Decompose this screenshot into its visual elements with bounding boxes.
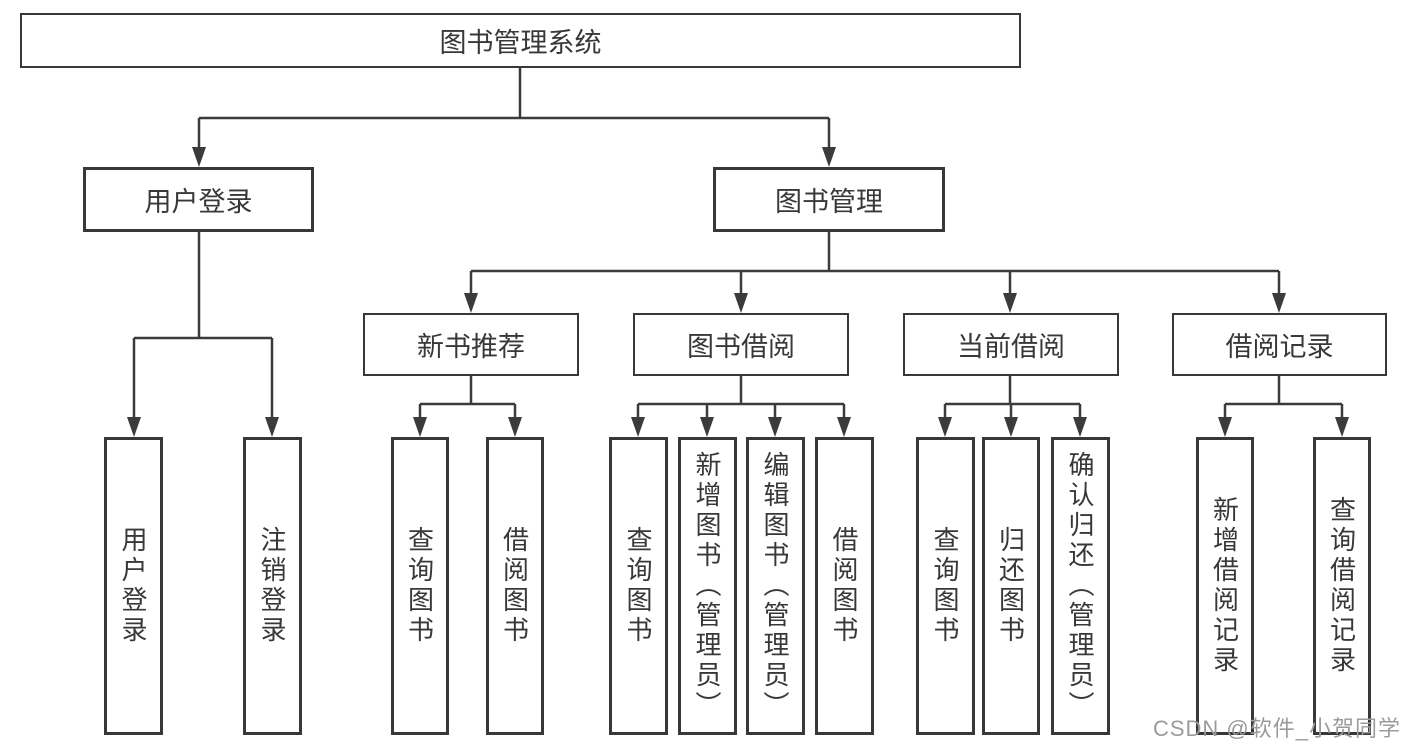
leaf-label: 新增图书（管理员） xyxy=(692,451,722,721)
leaf-label: 新增借阅记录 xyxy=(1209,496,1240,676)
node-book-borrow: 图书借阅 xyxy=(633,313,849,376)
node-current-borrow: 当前借阅 xyxy=(903,313,1119,376)
leaf-label: 用户登录 xyxy=(118,526,148,646)
connector-book-mgmt-split xyxy=(464,232,1286,313)
node-borrow-records: 借阅记录 xyxy=(1172,313,1387,376)
leaf-label: 借阅图书 xyxy=(499,526,530,646)
node-leaf-borrow-book: 借阅图书 xyxy=(815,437,874,735)
connector-user-login-split xyxy=(127,232,279,437)
leaf-label: 借阅图书 xyxy=(829,526,859,646)
leaf-label: 查询图书 xyxy=(404,526,435,646)
leaf-label: 注销登录 xyxy=(257,526,287,646)
connector-new-book-split xyxy=(413,376,522,437)
node-leaf-newbook-borrow: 借阅图书 xyxy=(486,437,544,735)
connector-current-borrow-split xyxy=(938,376,1087,437)
node-leaf-borrow-query: 查询图书 xyxy=(609,437,668,735)
leaf-label: 查询借阅记录 xyxy=(1326,496,1357,676)
node-leaf-borrow-add-admin: 新增图书（管理员） xyxy=(678,437,737,735)
node-book-management: 图书管理 xyxy=(713,167,945,232)
leaf-label: 查询图书 xyxy=(623,526,653,646)
leaf-label: 归还图书 xyxy=(995,526,1026,646)
node-leaf-current-return: 归还图书 xyxy=(982,437,1040,735)
node-leaf-record-query: 查询借阅记录 xyxy=(1313,437,1371,735)
leaf-label: 编辑图书（管理员） xyxy=(760,451,790,721)
node-leaf-newbook-query: 查询图书 xyxy=(391,437,449,735)
node-leaf-logout: 注销登录 xyxy=(243,437,302,735)
node-user-login: 用户登录 xyxy=(83,167,314,232)
leaf-label: 查询图书 xyxy=(930,526,960,646)
leaf-label: 确认归还（管理员） xyxy=(1065,451,1095,721)
connector-root-split xyxy=(192,68,836,167)
csdn-watermark: CSDN @软件_小贺同学 xyxy=(1152,716,1401,741)
node-new-book-recommend: 新书推荐 xyxy=(363,313,579,376)
node-leaf-current-query: 查询图书 xyxy=(916,437,975,735)
connector-book-borrow-split xyxy=(631,376,851,437)
node-leaf-record-add: 新增借阅记录 xyxy=(1196,437,1254,735)
node-root-library-system: 图书管理系统 xyxy=(20,13,1021,68)
connector-borrow-records-split xyxy=(1218,376,1349,437)
node-leaf-current-confirm-admin: 确认归还（管理员） xyxy=(1051,437,1110,735)
node-leaf-borrow-edit-admin: 编辑图书（管理员） xyxy=(746,437,805,735)
node-leaf-user-login: 用户登录 xyxy=(104,437,163,735)
